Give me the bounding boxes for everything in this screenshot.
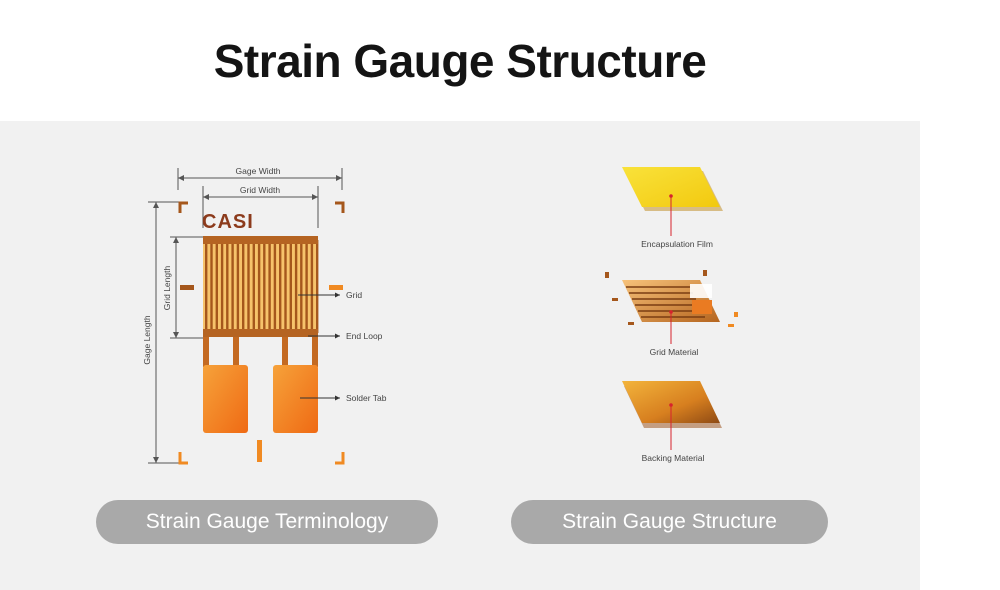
gage-width-label: Gage Width	[236, 166, 281, 176]
grid-strand	[310, 240, 314, 333]
grid-strand	[294, 240, 298, 333]
grid-strand	[289, 240, 292, 333]
page-title: Strain Gauge Structure	[213, 35, 707, 87]
grid-strand	[242, 240, 245, 333]
grid-strand	[252, 240, 255, 333]
solder-tab-callout-label: Solder Tab	[346, 393, 387, 403]
grid-length-label: Grid Length	[162, 266, 172, 311]
grid-callout-label: Grid	[346, 290, 362, 300]
grid-material-label: Grid Material	[650, 347, 699, 357]
grid-width-label: Grid Width	[240, 185, 280, 195]
grid-strand	[226, 240, 229, 333]
grid-strand	[263, 240, 266, 333]
terminology-diagram: Gage Width Grid Width Gage Length Grid L…	[142, 166, 387, 465]
grid-strand	[279, 240, 282, 333]
grid-strand	[210, 240, 213, 333]
grid-strand	[236, 240, 240, 333]
grid-strand	[268, 240, 271, 333]
encapsulation-film-layer	[622, 167, 720, 207]
grid-strand	[316, 240, 319, 333]
grid-strand	[305, 240, 308, 333]
backing-material-label: Backing Material	[642, 453, 705, 463]
solder-tab-left	[203, 365, 248, 433]
grid-lines	[205, 240, 319, 333]
solder-tab-right	[273, 365, 318, 433]
grid-strand	[300, 240, 303, 333]
grid-strand	[205, 240, 208, 333]
grid-strand	[215, 240, 218, 333]
grid-strand	[247, 240, 250, 333]
grid-strand	[257, 240, 261, 333]
brand-logo: CASI	[202, 211, 254, 233]
grid-strand	[273, 240, 277, 333]
strain-gauge-terminology-caption: Strain Gauge Terminology	[96, 500, 438, 544]
grid-strand	[284, 240, 287, 333]
structure-diagram: Encapsulation Film Grid Material Backing…	[605, 167, 738, 463]
gage-length-label: Gage Length	[142, 315, 152, 364]
grid-strand	[231, 240, 234, 333]
strain-gauge-structure-caption: Strain Gauge Structure	[511, 500, 828, 544]
encapsulation-film-label: Encapsulation Film	[641, 239, 713, 249]
backing-material-layer	[622, 381, 720, 423]
grid-strand	[220, 240, 224, 333]
end-loop-callout-label: End Loop	[346, 331, 383, 341]
